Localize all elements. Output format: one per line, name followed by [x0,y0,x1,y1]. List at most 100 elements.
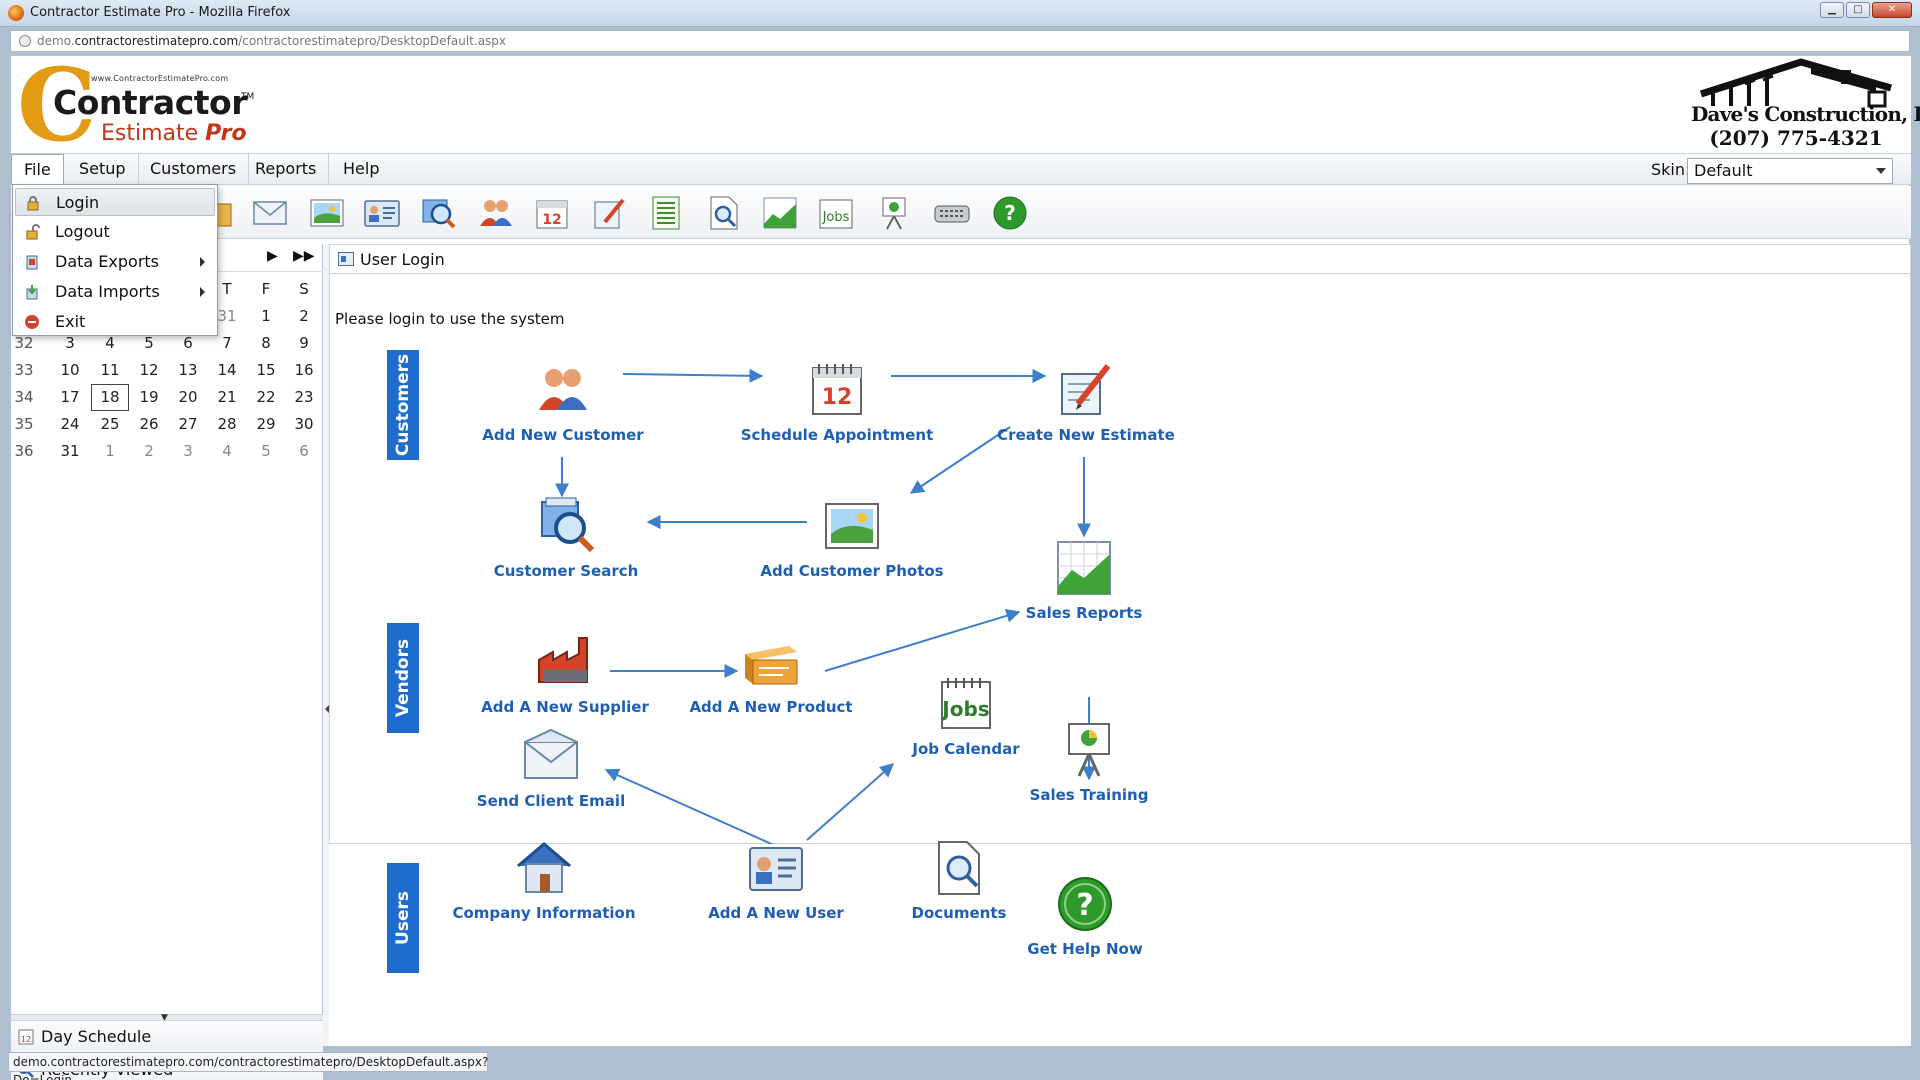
calendar-day[interactable]: 31 [217,307,237,325]
calendar-day[interactable]: 19 [139,388,159,406]
calendar-day[interactable]: 28 [217,415,237,433]
calendar-day[interactable]: 7 [222,334,232,352]
calendar-day[interactable]: 15 [256,361,276,379]
sales-training-link[interactable]: Sales Training [989,720,1189,804]
company-information-link[interactable]: Company Information [444,838,644,922]
vertical-splitter[interactable] [323,244,333,1046]
jobs-calendar-icon[interactable]: Jobs [817,194,855,232]
estimate-icon[interactable] [591,194,629,232]
section-vendors: Vendors [387,623,419,733]
address-bar[interactable]: demo.contractorestimatepro.com/contracto… [10,30,1910,52]
maximize-button[interactable]: □ [1846,2,1870,18]
calendar-day[interactable]: 2 [299,307,309,325]
calendar-day[interactable]: 9 [299,334,309,352]
keyboard-icon[interactable] [933,194,971,232]
calendar-next-year-button[interactable]: ▶▶ [293,248,315,264]
get-help-now-link[interactable]: ? Get Help Now [985,874,1185,958]
calendar-day[interactable]: 13 [178,361,198,379]
schedule-appointment-link[interactable]: 12 Schedule Appointment [737,360,937,444]
document-search-icon[interactable] [705,194,743,232]
calendar-day[interactable]: 6 [299,442,309,460]
people-icon[interactable] [477,194,515,232]
calendar-day[interactable]: 22 [256,388,276,406]
add-new-supplier-link[interactable]: Add A New Supplier [465,632,665,716]
calendar-day[interactable]: 6 [183,334,193,352]
job-calendar-link[interactable]: Jobs Job Calendar [866,674,1066,758]
customer-search-link[interactable]: Customer Search [466,496,666,580]
calendar-day[interactable]: 12 [139,361,159,379]
logo-word-estimate-pro: Estimate Pro [101,121,247,146]
menu-item-data-exports[interactable]: Data Exports [15,248,215,276]
menu-help[interactable]: Help [343,159,380,178]
toolbar: 12 Jobs ? [11,186,1911,239]
calendar-day[interactable]: 8 [261,334,271,352]
list-icon[interactable] [647,194,685,232]
calendar-day[interactable]: 4 [222,442,232,460]
photo-icon[interactable] [308,194,346,232]
calendar-weekday: S [299,280,309,298]
calendar-day[interactable]: 25 [100,415,120,433]
calendar-day[interactable]: 1 [105,442,115,460]
calendar-day[interactable]: 31 [60,442,80,460]
menu-customers[interactable]: Customers [138,154,250,185]
create-new-estimate-link[interactable]: Create New Estimate [986,360,1186,444]
calendar-day[interactable]: 20 [178,388,198,406]
calendar-day[interactable]: 17 [60,388,80,406]
add-new-product-link[interactable]: Add A New Product [671,632,871,716]
address-url[interactable]: demo.contractorestimatepro.com/contracto… [37,34,507,48]
minimize-button[interactable]: ▁ [1820,2,1844,18]
calendar-day[interactable]: 29 [256,415,276,433]
email-icon[interactable] [251,194,289,232]
menu-item-login[interactable]: Login [15,188,215,216]
calendar-weekday: T [222,280,232,298]
calendar-day[interactable]: 27 [178,415,198,433]
add-new-customer-link[interactable]: Add New Customer [463,360,663,444]
add-new-user-link[interactable]: Add A New User [676,838,876,922]
calendar-day[interactable]: 5 [261,442,271,460]
help-icon[interactable]: ? [991,194,1029,232]
jobs-calendar-icon: Jobs [940,678,991,729]
calendar-day[interactable]: 24 [60,415,80,433]
panel-header: User Login [329,244,1911,274]
sales-reports-link[interactable]: Sales Reports [984,538,1184,622]
send-client-email-link[interactable]: Send Client Email [451,726,651,810]
calendar-day[interactable]: 4 [105,334,115,352]
menu-file[interactable]: File [11,154,64,185]
calendar-day[interactable]: 3 [65,334,75,352]
calendar-day[interactable]: 16 [294,361,314,379]
site-identity-icon[interactable] [19,35,31,47]
user-card-icon[interactable] [363,194,401,232]
contractor-estimate-pro-logo[interactable]: C www.ContractorEstimatePro.com Contract… [17,55,257,155]
section-users: Users [387,863,419,973]
sales-chart-icon[interactable] [761,194,799,232]
sales-chart-icon [1057,541,1111,595]
panel-splitter[interactable]: ▼ [11,1014,323,1023]
calendar-day[interactable]: 26 [139,415,159,433]
calendar-day[interactable]: 3 [183,442,193,460]
calendar-next-month-button[interactable]: ▶ [267,248,278,264]
skin-select[interactable]: Default [1687,158,1893,184]
calendar-day[interactable]: 11 [100,361,120,379]
menu-setup[interactable]: Setup [67,154,139,185]
add-customer-photos-link[interactable]: Add Customer Photos [752,496,952,580]
close-button[interactable]: ✕ [1872,2,1912,18]
calendar-week-number: 33 [14,361,34,379]
calendar-day[interactable]: 18 [91,384,129,411]
menu-item-logout[interactable]: Logout [15,218,215,246]
documents-link[interactable]: Documents [859,838,1059,922]
calendar-day[interactable]: 14 [217,361,237,379]
calendar-day[interactable]: 2 [144,442,154,460]
menu-reports[interactable]: Reports [243,154,330,185]
calendar-icon[interactable]: 12 [533,194,571,232]
training-icon[interactable] [875,194,913,232]
calendar-day[interactable]: 23 [294,388,314,406]
menu-item-exit[interactable]: Exit [15,308,215,336]
day-schedule-tab[interactable]: 12 Day Schedule [11,1020,323,1053]
calendar-day[interactable]: 21 [217,388,237,406]
calendar-day[interactable]: 10 [60,361,80,379]
menu-item-data-imports[interactable]: Data Imports [15,278,215,306]
calendar-day[interactable]: 30 [294,415,314,433]
calendar-day[interactable]: 1 [261,307,271,325]
customer-search-icon[interactable] [419,194,457,232]
calendar-day[interactable]: 5 [144,334,154,352]
